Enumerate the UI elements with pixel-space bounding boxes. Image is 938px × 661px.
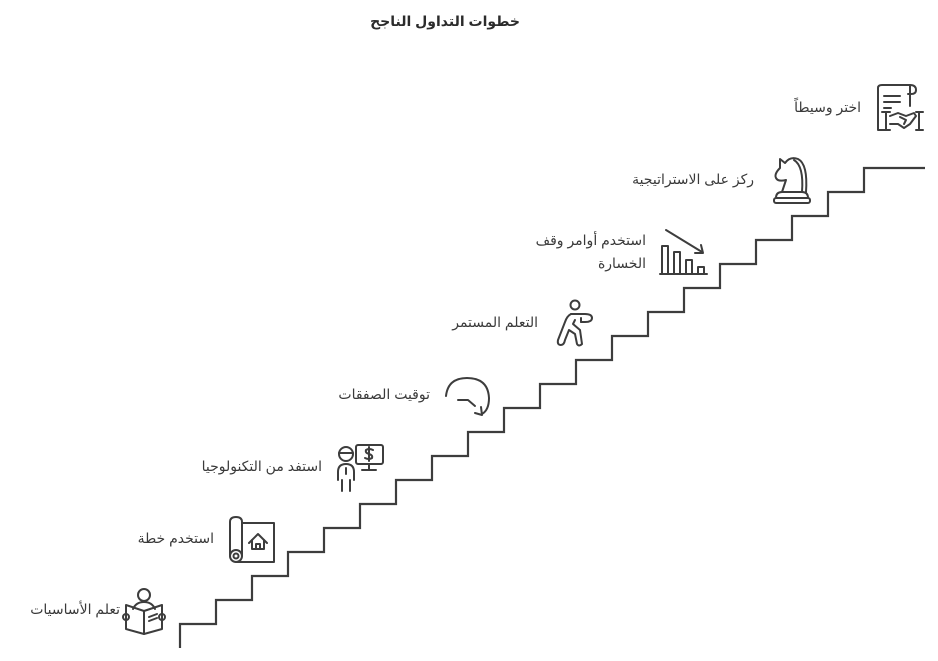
step-6-label-line2: الخسارة [597,255,646,271]
chess-knight-icon [772,154,812,206]
step-7-label: ركز على الاستراتيجية [632,171,754,187]
running-person-icon [555,299,597,348]
step-3-label: استفد من التكنولوجيا [201,458,322,474]
blueprint-plan-icon [228,516,276,564]
reading-book-icon [121,587,167,635]
step-5-label: التعلم المستمر [452,314,538,330]
declining-bar-chart-icon [659,228,710,278]
step-4-label: توقيت الصفقات [338,386,430,402]
step-6-label-line1: استخدم أوامر وقف [535,232,646,248]
circular-arrow-clock-icon [444,376,492,418]
step-2-label: استخدم خطة [137,530,214,546]
step-1-label: تعلم الأساسيات [30,601,120,617]
step-8-label: اختر وسيطاً [794,99,861,115]
diagram-title: خطوات التداول الناجح [370,13,520,29]
person-monitor-dollar-icon [336,444,386,494]
contract-handshake-icon [876,84,926,134]
